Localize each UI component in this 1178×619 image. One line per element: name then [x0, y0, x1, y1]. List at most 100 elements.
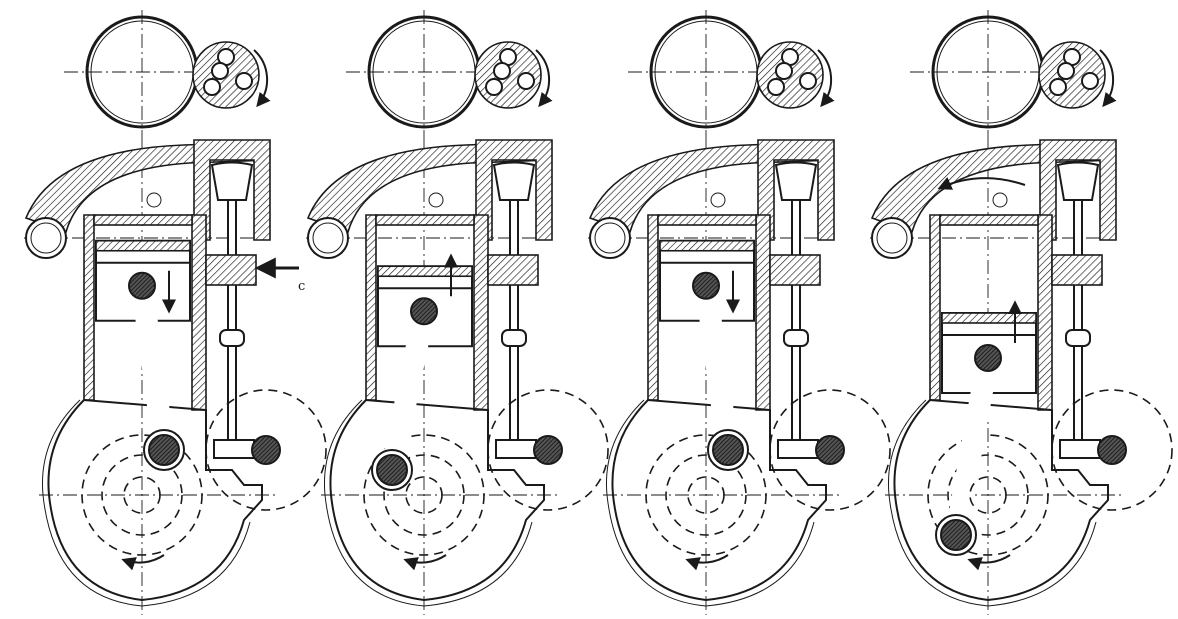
crank-shaft [123, 476, 161, 514]
valve-cup [492, 161, 536, 201]
valve-port-hole [203, 78, 221, 96]
valve-port-hole [1049, 78, 1067, 96]
engine-panel-1 [24, 10, 327, 615]
valve-eccentric [1097, 435, 1127, 465]
spark-plug-symbol [146, 192, 162, 208]
engine-panel-4 [870, 10, 1173, 615]
cylinder-liner-top [939, 214, 1039, 226]
engine-panel-3 [588, 10, 891, 615]
cylinder-wall-right [191, 214, 207, 411]
valve-gear-circle [487, 389, 609, 511]
manifold-outlet [25, 217, 67, 259]
rotation-arrow-top [817, 49, 835, 108]
valve-rocker [213, 439, 255, 459]
piston-crown [377, 265, 473, 278]
valve-gear-circle [769, 389, 891, 511]
wrist-pin [974, 344, 1002, 372]
valve-stem [791, 199, 801, 451]
valve-stem [1073, 199, 1083, 451]
cylinder-wall-left [929, 214, 941, 401]
cylinder-wall-right [1037, 214, 1053, 411]
crank-rotation-arrow [685, 554, 729, 571]
valve-port-hole [1081, 72, 1099, 90]
cylinder-liner-top [375, 214, 475, 226]
crank-shaft [969, 476, 1007, 514]
conrod-body [695, 284, 739, 452]
crankcase-outline [611, 398, 827, 602]
crank-inner-circle [383, 454, 465, 536]
crankcase-outline [893, 398, 1109, 602]
crank-inner-circle [101, 454, 183, 536]
valve-port-hole [767, 78, 785, 96]
valve-eccentric [251, 435, 281, 465]
crankcase-outer [887, 399, 1097, 607]
valve-collar [783, 329, 809, 347]
manifold-outlet [307, 217, 349, 259]
crank-inner-circle [665, 454, 747, 536]
valve-cup [774, 161, 818, 201]
crankcase-outline [329, 398, 545, 602]
spark-plug-symbol [992, 192, 1008, 208]
manifold-outlet-inner [312, 222, 344, 254]
conrod-body [945, 356, 999, 537]
wrist-pin [128, 271, 156, 300]
manifold-outlet [589, 217, 631, 259]
valve-port-hole [1057, 62, 1075, 80]
crank-inner-circle [947, 454, 1029, 536]
crankcase-outline [47, 398, 263, 602]
cylinder-wall-right [755, 214, 771, 411]
crank-pin [148, 434, 180, 466]
valve-rocker [777, 439, 819, 459]
valve-eccentric [533, 435, 563, 465]
crankcase-outer [41, 399, 251, 607]
intake-port-block [205, 254, 257, 286]
piston-crown [95, 239, 191, 252]
exhaust-flow-arrow [937, 177, 1026, 190]
spark-plug-symbol [428, 192, 444, 208]
valve-port-hole [493, 62, 511, 80]
cylinder-liner-top [93, 214, 193, 226]
valve-collar [219, 329, 245, 347]
crank-pin [940, 519, 972, 551]
manifold-outlet-inner [594, 222, 626, 254]
cylinder-liner-top [657, 214, 757, 226]
valve-port-hole [517, 72, 535, 90]
cylinder-wall-left [83, 214, 95, 401]
manifold-outlet-inner [30, 222, 62, 254]
valve-port-hole [211, 62, 229, 80]
rotation-arrow-top [253, 49, 271, 108]
crank-path-circle [927, 434, 1049, 556]
crank-rotation-arrow [121, 554, 165, 571]
rotation-arrow-top [1099, 49, 1117, 108]
valve-collar [501, 329, 527, 347]
crankcase-outer [323, 399, 533, 607]
intake-port-block [769, 254, 821, 286]
valve-stem [509, 199, 519, 451]
crank-rotation-arrow [403, 554, 447, 571]
valve-collar [1065, 329, 1091, 347]
wrist-pin [410, 297, 438, 326]
crank-path-circle [363, 434, 485, 556]
valve-port-hole [775, 62, 793, 80]
crank-shaft [405, 476, 443, 514]
rotation-arrow-top [535, 49, 553, 108]
valve-rocker [1059, 439, 1101, 459]
engine-panel-2 [306, 10, 609, 615]
wrist-pin [692, 271, 720, 300]
valve-port-hole [799, 72, 817, 90]
crank-path-circle [81, 434, 203, 556]
valve-rocker [495, 439, 537, 459]
crankcase-outer [605, 399, 815, 607]
valve-eccentric [815, 435, 845, 465]
valve-cup [210, 161, 254, 201]
conrod-body [381, 309, 435, 473]
crank-rotation-arrow [967, 554, 1011, 571]
cylinder-wall-left [365, 214, 377, 401]
crank-path-circle [645, 434, 767, 556]
crank-shaft [687, 476, 725, 514]
port-label-c: c [298, 279, 305, 294]
intake-port-block [487, 254, 539, 286]
valve-gear-circle [1051, 389, 1173, 511]
valve-cup [1056, 161, 1100, 201]
